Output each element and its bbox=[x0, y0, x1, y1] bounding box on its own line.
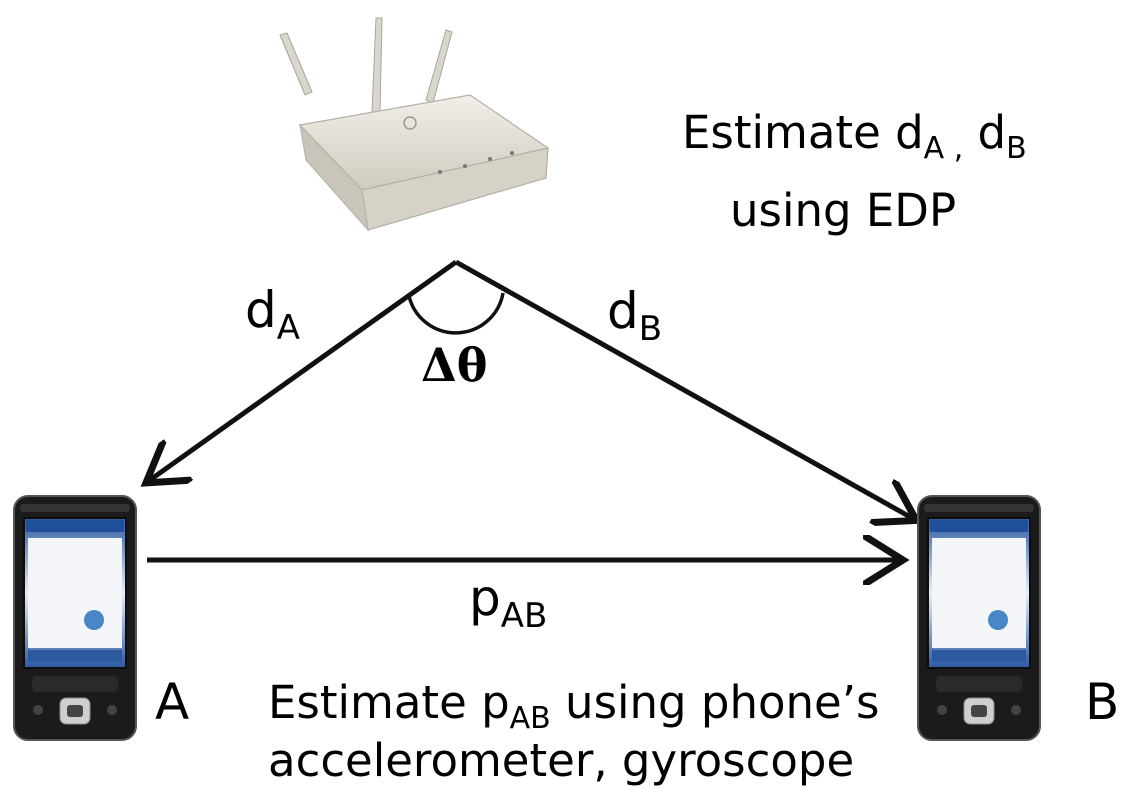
label-pAB: pAB bbox=[469, 573, 547, 633]
label-dA-base: d bbox=[245, 281, 277, 339]
note-estimate-distances: Estimate dA , dB bbox=[682, 110, 1027, 164]
note-estimate-pab: Estimate pAB using phone’s bbox=[268, 680, 879, 734]
phone-b-icon bbox=[917, 495, 1041, 741]
note-bottom-prefix: Estimate p bbox=[268, 676, 510, 729]
phone-a-icon bbox=[13, 495, 137, 741]
note-top-prefix: Estimate d bbox=[682, 106, 924, 159]
label-dA: dA bbox=[245, 285, 300, 345]
angle-arc bbox=[407, 292, 505, 335]
note-top-mid: d bbox=[963, 106, 1007, 159]
note-top-sub-a: A , bbox=[923, 131, 964, 166]
note-top-sub-b: B bbox=[1006, 131, 1027, 166]
label-pAB-sub: AB bbox=[500, 596, 548, 636]
note-sensors: accelerometer, gyroscope bbox=[268, 734, 855, 787]
wifi-router-icon bbox=[279, 17, 550, 232]
note-bottom-sub: AB bbox=[509, 701, 551, 736]
label-delta-theta: Δθ bbox=[421, 338, 488, 392]
label-dB-sub: B bbox=[638, 309, 663, 349]
edge-dB-arrow bbox=[454, 259, 912, 518]
label-pAB-base: p bbox=[469, 569, 501, 627]
note-bottom-suffix: using phone’s bbox=[550, 676, 880, 729]
label-phone-b: B bbox=[1085, 673, 1120, 731]
label-dB: dB bbox=[607, 286, 662, 346]
label-dB-base: d bbox=[607, 282, 639, 340]
edge-dA-arrow bbox=[150, 259, 458, 480]
note-using-edp: using EDP bbox=[730, 184, 957, 237]
label-phone-a: A bbox=[155, 673, 190, 731]
label-dA-sub: A bbox=[276, 308, 301, 348]
